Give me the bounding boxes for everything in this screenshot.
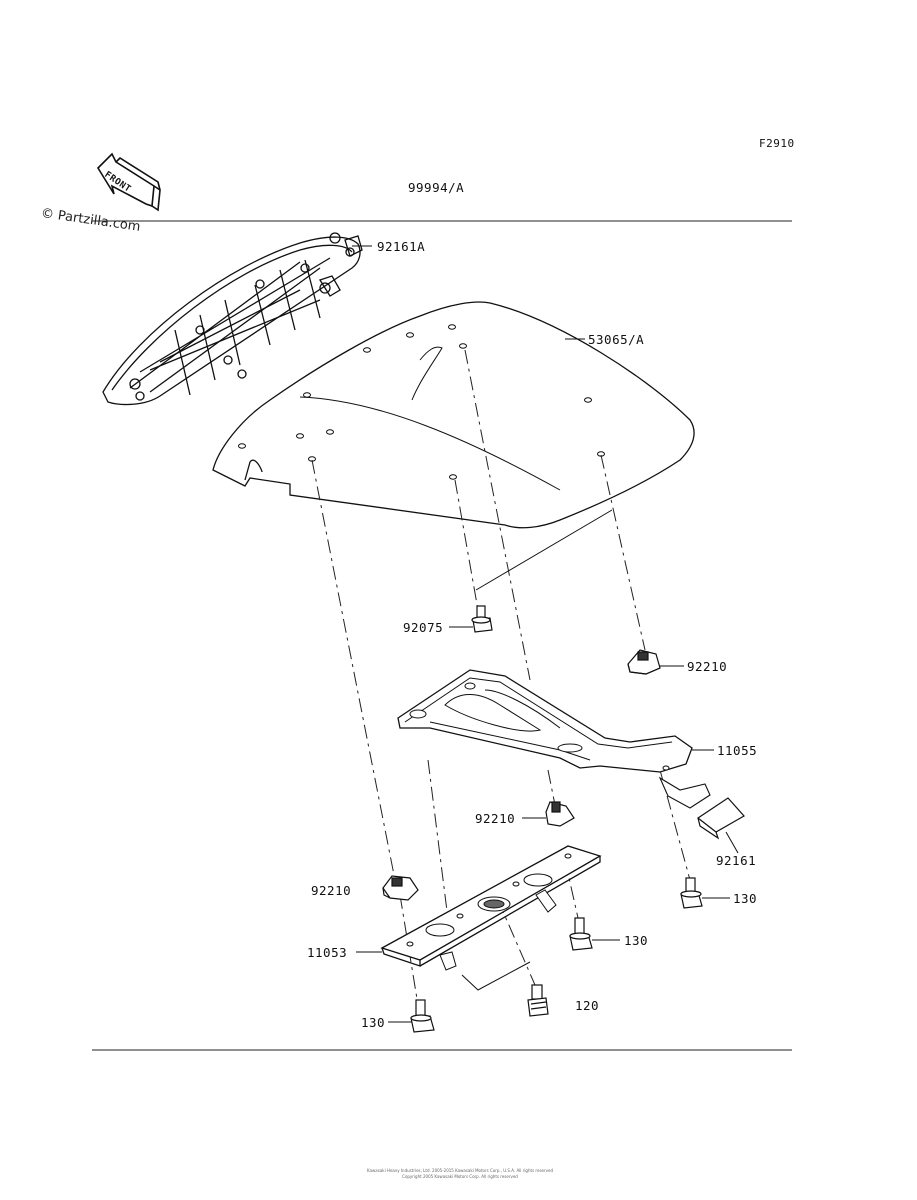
part-label-92210-top[interactable]: 92210: [687, 659, 728, 674]
part-label-11055[interactable]: 11055: [717, 743, 758, 758]
bolt-120: [527, 984, 549, 1017]
leader-92161: [725, 831, 739, 854]
front-arrow-icon: [96, 152, 161, 212]
part-label-120[interactable]: 120: [575, 998, 600, 1013]
part-label-53065A[interactable]: 53065/A: [588, 332, 645, 347]
copyright-line-2: Copyright 2005 Kawasaki Motors Corp. All…: [402, 1174, 518, 1179]
bracket-line-92075: [475, 509, 613, 591]
part-label-130-bottom[interactable]: 130: [361, 1015, 386, 1030]
part-label-92210-left[interactable]: 92210: [311, 883, 352, 898]
nut-92210-left: [382, 875, 419, 901]
assembly-ref-label: 99994/A: [408, 180, 465, 195]
bracket-line-120: [461, 961, 531, 991]
seat-cover-92161A: [102, 232, 363, 406]
part-label-92161A[interactable]: 92161A: [377, 239, 426, 254]
part-label-92161[interactable]: 92161: [716, 853, 757, 868]
bolt-130-bottom: [410, 999, 435, 1033]
seat-pad-53065A: [212, 301, 695, 529]
nut-92210-top: [627, 649, 661, 675]
bolt-92075: [471, 605, 493, 633]
nut-92210-mid: [545, 801, 575, 827]
bracket-11055: [397, 669, 711, 809]
bolt-130-right: [680, 877, 703, 909]
copyright-line-1: Kawasaki Heavy Industries, Ltd. 2005-201…: [366, 1168, 553, 1173]
part-label-92075[interactable]: 92075: [403, 620, 444, 635]
pad-92161: [696, 797, 745, 840]
bracket-11053: [380, 845, 602, 971]
part-label-130-right[interactable]: 130: [733, 891, 758, 906]
bolt-130-mid: [569, 917, 593, 951]
part-label-92210-mid[interactable]: 92210: [475, 811, 516, 826]
part-label-130-mid[interactable]: 130: [624, 933, 649, 948]
diagram-code: F2910: [759, 137, 795, 150]
part-label-11053[interactable]: 11053: [307, 945, 348, 960]
